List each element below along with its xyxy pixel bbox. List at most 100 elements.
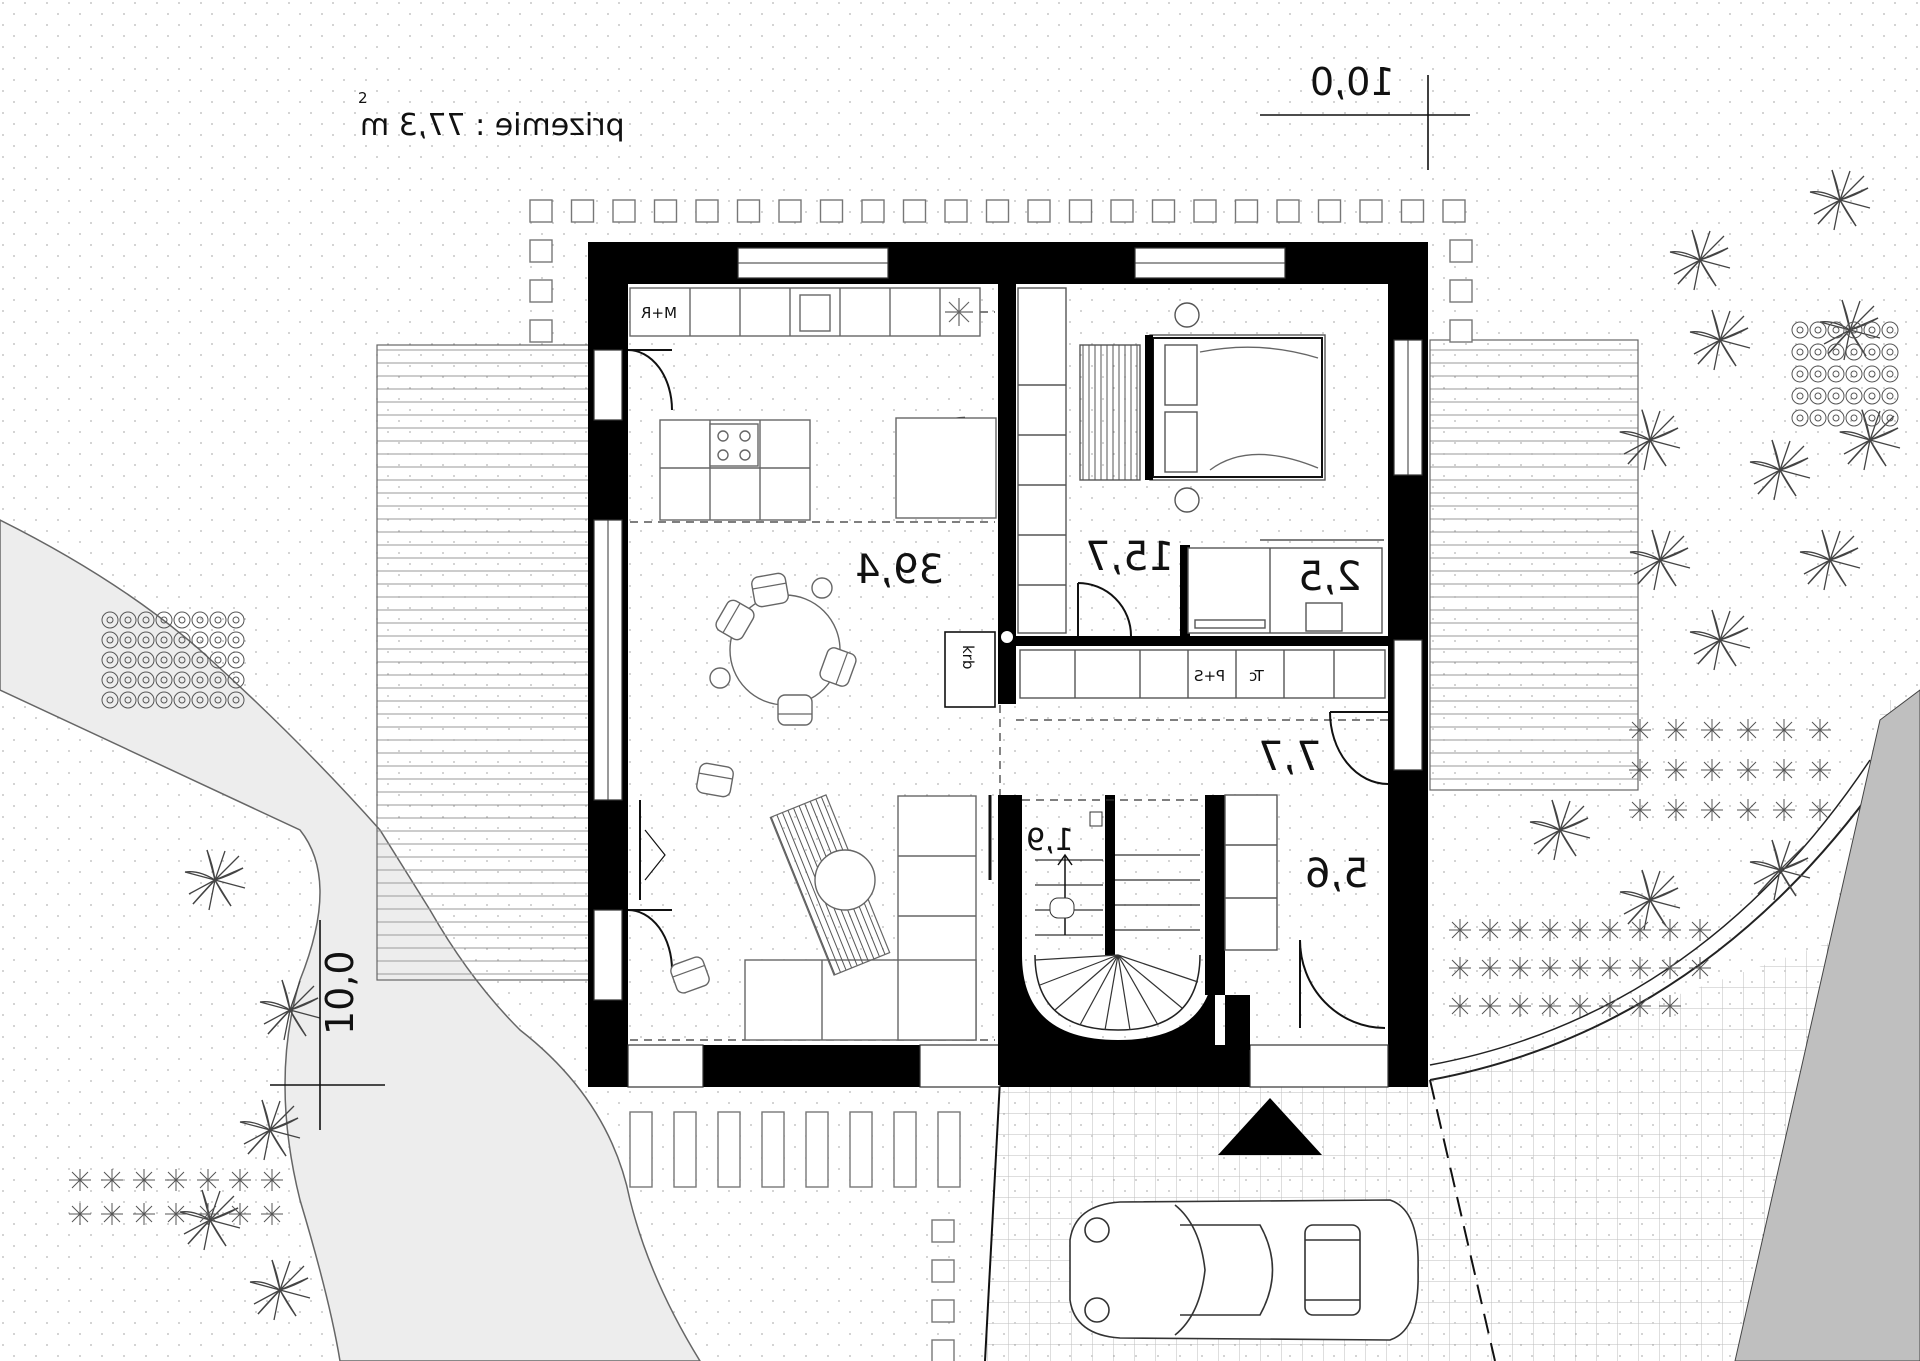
- site-path: [0, 519, 701, 1361]
- floor-title-superscript: 2: [358, 89, 368, 107]
- shrub-icon: [1688, 956, 1712, 980]
- shrub-icon: [1808, 758, 1832, 782]
- paver: [529, 199, 553, 223]
- step-paver: [893, 1111, 917, 1188]
- window-glazing: [607, 262, 1409, 800]
- shrub-icon: [1508, 994, 1532, 1018]
- shrub-icon: [1538, 994, 1562, 1018]
- shrub-icon: [1628, 718, 1652, 742]
- room-area-bath: 2,5: [1298, 554, 1362, 600]
- shrub-icon: [132, 1202, 156, 1226]
- shrub-icon: [1448, 918, 1472, 942]
- shrub-icon: [1628, 918, 1652, 942]
- shrub-icon: [1658, 994, 1682, 1018]
- shrub-icon: [1664, 718, 1688, 742]
- shrub-icon: [1736, 758, 1760, 782]
- shrub-icon: [100, 1168, 124, 1192]
- step-paver: [673, 1111, 697, 1188]
- shrub-icon: [1658, 956, 1682, 980]
- paver: [985, 199, 1010, 223]
- shrub-icon: [1568, 918, 1592, 942]
- paver: [944, 199, 968, 223]
- paver: [612, 199, 636, 223]
- paver: [1359, 199, 1383, 223]
- sofa: [744, 795, 977, 1041]
- shrub-icon: [1568, 956, 1592, 980]
- road-edge-2: [1429, 759, 1871, 1066]
- shrub-icon: [1598, 994, 1622, 1018]
- fireplace-label: krb: [959, 645, 977, 669]
- paver: [529, 239, 553, 263]
- paver: [1027, 199, 1051, 223]
- paver: [1449, 319, 1473, 343]
- shrub-icon: [1598, 956, 1622, 980]
- room-area-hall: 7,7: [1258, 734, 1322, 780]
- car-icon: [1069, 1199, 1419, 1341]
- shrub-icon: [1628, 956, 1652, 980]
- shrub-icon: [1772, 718, 1796, 742]
- dryer-label: Tc: [1249, 667, 1265, 685]
- dimension-top: [1260, 75, 1470, 170]
- step-paver: [849, 1111, 873, 1188]
- paver: [1193, 199, 1217, 223]
- paver: [861, 199, 885, 223]
- column-marker: [999, 629, 1015, 645]
- paver: [695, 199, 719, 223]
- shrub-icon: [1538, 918, 1562, 942]
- paver: [819, 199, 844, 223]
- room-area-wc: 1,9: [1026, 823, 1074, 858]
- washer-label: P+S: [1194, 667, 1225, 685]
- room-area-entry: 5,6: [1305, 851, 1369, 897]
- shrub-icon: [228, 1168, 252, 1192]
- shrub-icon: [68, 1202, 92, 1226]
- shrub-icon: [1478, 918, 1502, 942]
- shrub-icon: [1658, 918, 1682, 942]
- paver: [931, 1299, 955, 1323]
- step-paver: [805, 1111, 829, 1188]
- paver: [570, 199, 595, 223]
- paver: [931, 1339, 955, 1361]
- paver: [1068, 199, 1093, 223]
- dimension-label-vertical: 10,0: [318, 950, 362, 1035]
- paver: [529, 319, 553, 343]
- interior-walls: [998, 284, 1388, 1085]
- shrub-icon: [228, 1202, 252, 1226]
- floor-title: prizemie : 77,3 m: [360, 108, 625, 143]
- property-line: [1429, 1079, 1496, 1361]
- shrub-icon: [132, 1168, 156, 1192]
- paver: [1400, 199, 1425, 223]
- shrub-icon: [196, 1168, 220, 1192]
- entrance-arrow-icon: [1218, 1098, 1322, 1155]
- entry-closet: [1224, 794, 1278, 951]
- paver: [778, 199, 802, 223]
- shrub-icon: [1688, 918, 1712, 942]
- shrub-icon: [260, 1168, 284, 1192]
- shrub-icon: [68, 1168, 92, 1192]
- shrub-icon: [196, 1202, 220, 1226]
- paver: [1317, 199, 1342, 223]
- deck-east: [1429, 339, 1639, 791]
- hall-utility: [1019, 649, 1386, 699]
- shrub-icon: [1772, 758, 1796, 782]
- step-paver: [761, 1111, 785, 1188]
- shrub-icon: [164, 1202, 188, 1226]
- pavers-north: [529, 199, 1473, 343]
- shrub-icon: [260, 1202, 284, 1226]
- paver: [931, 1219, 955, 1243]
- room-area-bedroom: 15,7: [1085, 534, 1174, 580]
- shrub-icon: [1736, 798, 1760, 822]
- shrub-icon: [1700, 798, 1724, 822]
- paver: [1110, 199, 1134, 223]
- shrub-icon: [1508, 918, 1532, 942]
- deck-west: [376, 344, 590, 981]
- bathroom-fixtures: [1187, 539, 1384, 634]
- paver: [1449, 239, 1473, 263]
- rug-and-table: [769, 794, 891, 976]
- shrub-icon: [1448, 956, 1472, 980]
- shrub-icon: [1664, 758, 1688, 782]
- shrub-icon: [1568, 994, 1592, 1018]
- shrub-icon: [1508, 956, 1532, 980]
- pavers-south: [629, 1111, 961, 1361]
- shrub-icon: [1664, 798, 1688, 822]
